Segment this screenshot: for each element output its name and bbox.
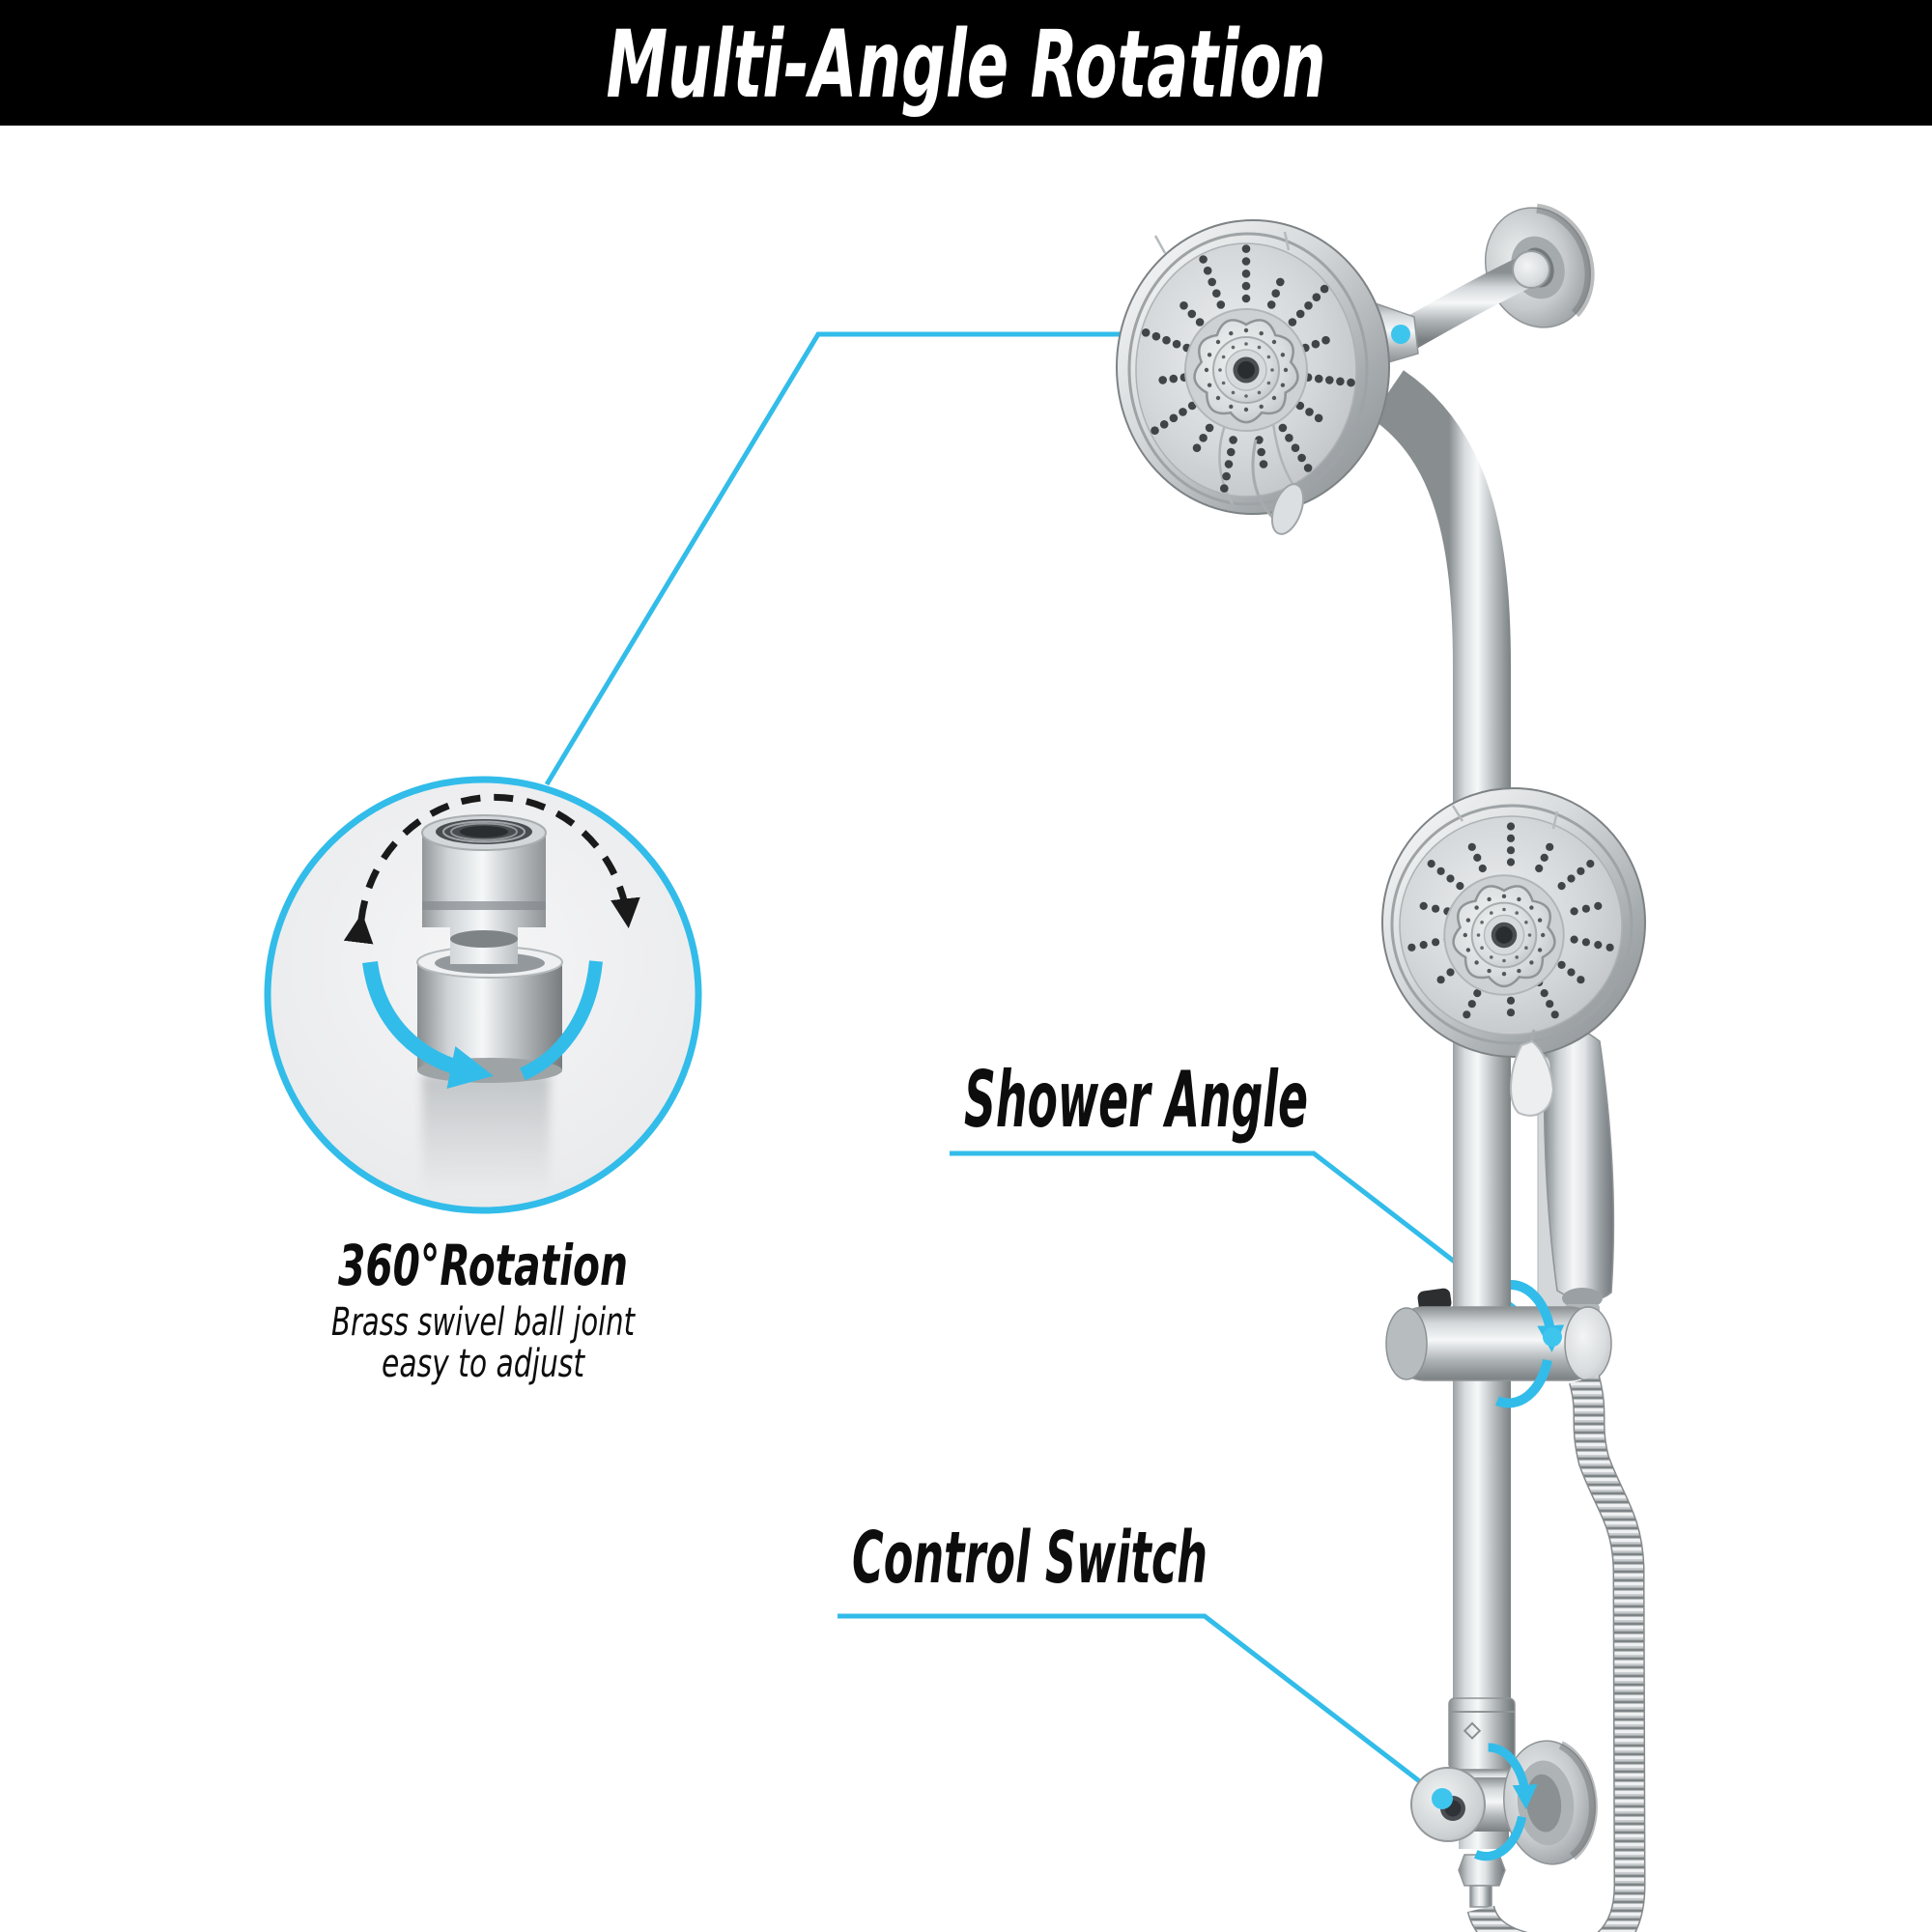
handheld-shower-head — [1381, 787, 1646, 1090]
shower-arm-elbow — [1512, 250, 1550, 289]
rotation-dashed-arrow-icon — [343, 793, 640, 945]
handheld-cradle-hook — [1510, 1039, 1555, 1117]
bracket-lock-button — [1417, 1288, 1452, 1313]
swivel-joint-inset — [264, 776, 702, 1214]
banner-title: Multi-Angle Rotation — [607, 11, 1326, 119]
mode-lever-tab — [1251, 439, 1305, 535]
handheld-handle — [1543, 1024, 1615, 1320]
shower-angle-marker-dot — [1543, 1327, 1562, 1347]
rotation-swoosh-right-icon — [520, 960, 603, 1081]
control-switch-label: Control Switch — [852, 1517, 1208, 1600]
control-switch-rotation-arrow-icon — [1473, 1743, 1538, 1861]
banner-background — [0, 0, 1932, 126]
inset-title: 360°Rotation — [338, 1233, 628, 1298]
spray-medallion — [1184, 308, 1308, 432]
joint-upper-cylinder — [421, 814, 547, 927]
rain-shower-head — [1116, 219, 1390, 535]
inset-subtitle-line1: Brass swivel ball joint — [331, 1300, 636, 1345]
nozzle-dots — [1141, 244, 1355, 493]
banner: Multi-Angle Rotation — [0, 0, 1932, 126]
shower-angle-label: Shower Angle — [964, 1055, 1308, 1145]
slide-bar — [1370, 370, 1511, 1789]
rim-seams — [1153, 231, 1291, 254]
hose-nipple — [1469, 1885, 1492, 1908]
spray-medallion — [1443, 874, 1565, 996]
control-switch-marker-dot — [1432, 1788, 1453, 1809]
rotation-swoosh-left-icon — [362, 960, 494, 1089]
shower-hose — [1568, 1375, 1646, 1932]
nozzle-dots — [1407, 822, 1614, 1019]
hose-tail — [1466, 1904, 1528, 1932]
control-switch-callout-line — [838, 1613, 1444, 1801]
inset-subtitle-line2: easy to adjust — [382, 1342, 585, 1386]
rim-seams — [1451, 805, 1559, 830]
rain-head-marker-dot — [1391, 325, 1410, 344]
joint-reflection — [422, 1074, 550, 1195]
brand-logo-icon — [1463, 1721, 1482, 1740]
